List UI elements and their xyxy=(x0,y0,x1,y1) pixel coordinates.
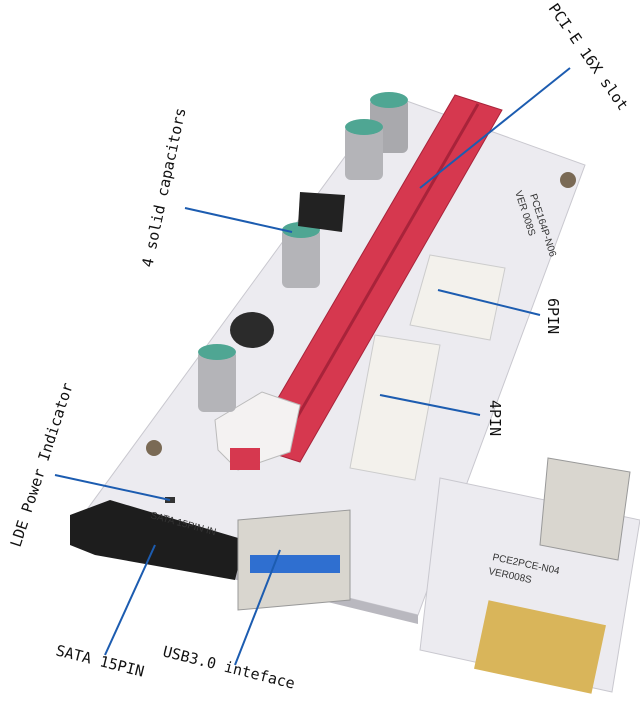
leader-line-led xyxy=(54,474,171,501)
gold-fingers xyxy=(474,600,606,694)
label-pcie-slot: PCI-E 16X slot xyxy=(545,0,632,114)
mount-hole xyxy=(560,172,576,188)
usb-blue-tongue xyxy=(250,555,340,573)
label-usb3-interface: USB3.0 inteface xyxy=(161,642,297,692)
label-6pin: 6PIN xyxy=(544,298,562,334)
small-usb-port xyxy=(539,457,631,561)
leader-line-sata xyxy=(104,544,156,656)
four-pin-connector xyxy=(349,334,441,481)
label-led-power-indicator: LDE Power Indicator xyxy=(7,380,77,549)
leader-line-6pin xyxy=(437,289,541,316)
capacitors xyxy=(198,92,408,412)
leader-line-capacitors xyxy=(184,207,293,233)
leader-line-pcie xyxy=(419,67,571,189)
label-capacitors: 4 solid capacitors xyxy=(138,106,189,269)
leader-line-usb xyxy=(234,549,281,666)
sata-connector xyxy=(70,500,245,580)
inductor xyxy=(230,312,274,348)
label-4pin: 4PIN xyxy=(486,400,504,436)
slot-groove xyxy=(274,103,480,455)
leader-lines xyxy=(54,67,571,666)
label-sata-15pin: SATA 15PIN xyxy=(54,641,146,680)
leader-line-4pin xyxy=(379,394,481,416)
mount-hole xyxy=(146,440,162,456)
latch-tab xyxy=(230,448,260,470)
regulator-chip xyxy=(298,192,345,232)
six-pin-connector xyxy=(409,254,506,341)
